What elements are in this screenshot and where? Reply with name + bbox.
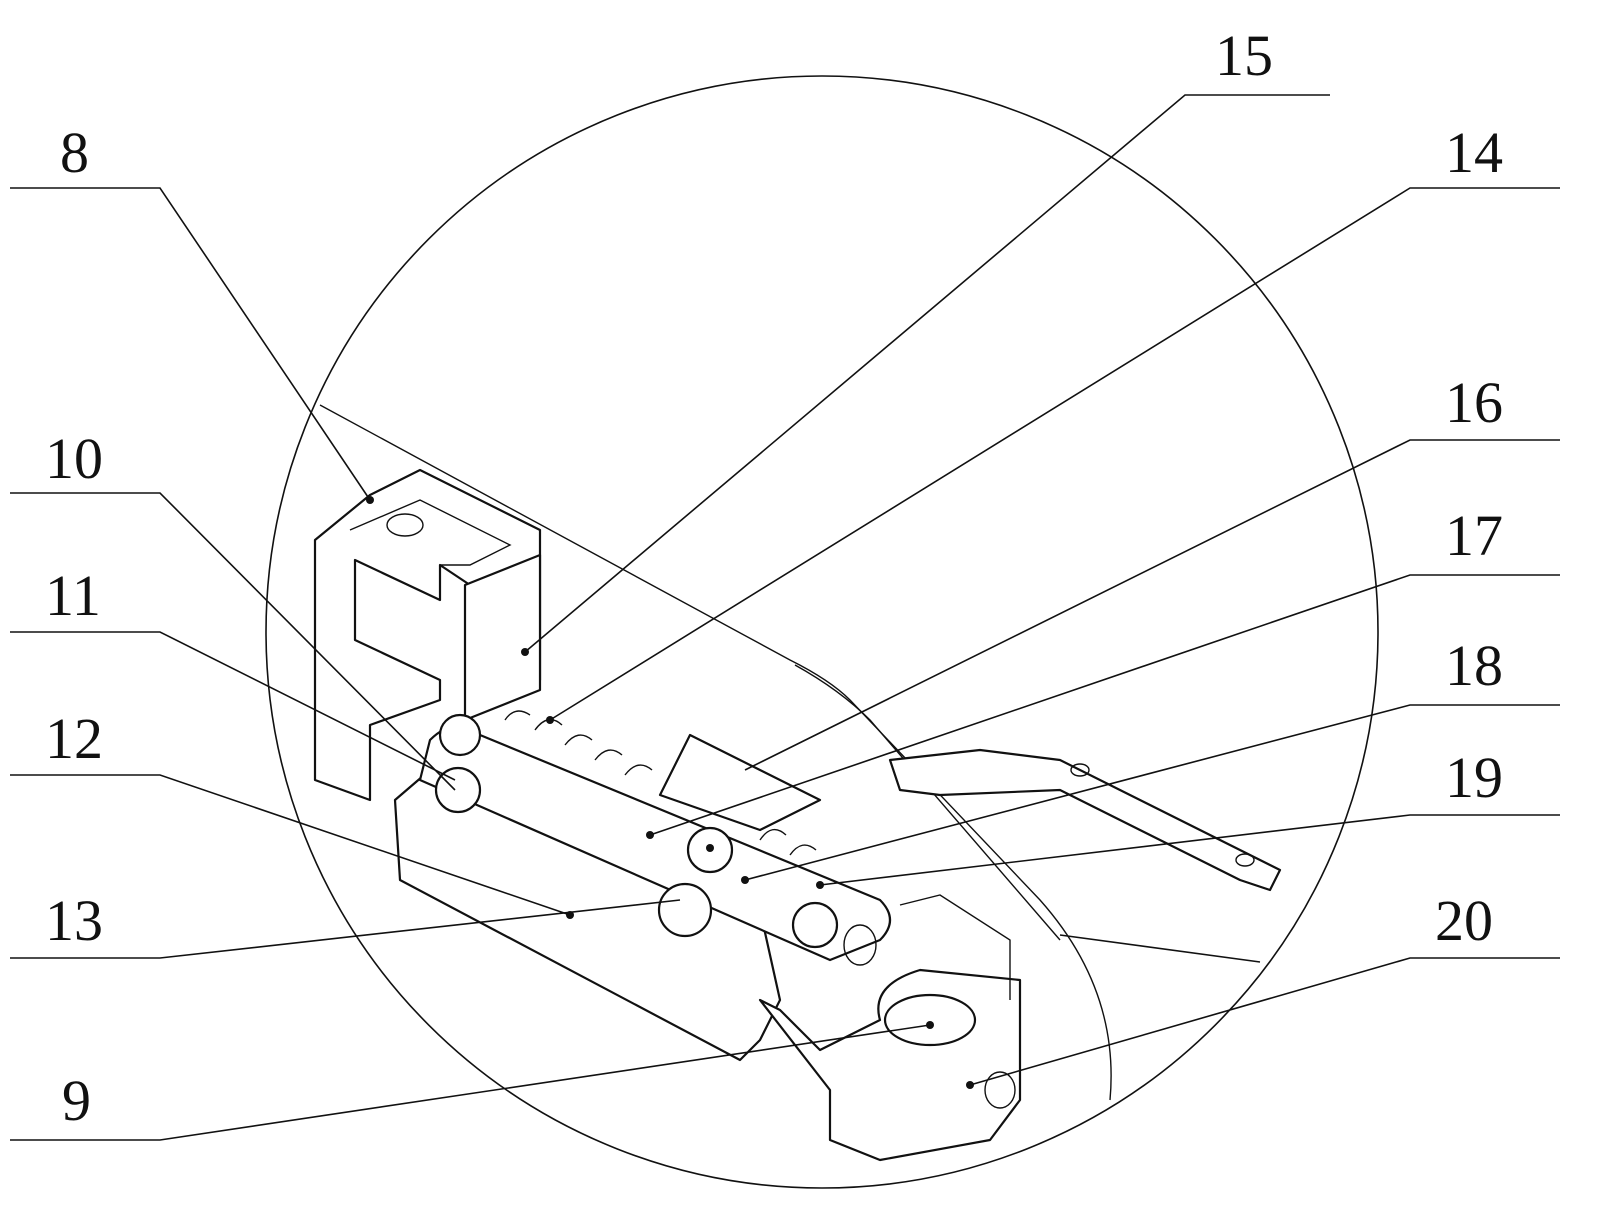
callout-14: 14 [1445, 120, 1503, 185]
callout-8: 8 [60, 120, 89, 185]
callout-16: 16 [1445, 370, 1503, 435]
detail-view-circle [266, 76, 1378, 1188]
callout-20: 20 [1435, 888, 1493, 953]
part-20-hinge-block [760, 970, 1020, 1160]
part-15-block [465, 555, 540, 720]
callout-11: 11 [45, 563, 101, 628]
leader-lines [10, 95, 1560, 1140]
part-16-clip [660, 735, 820, 830]
callout-17: 17 [1445, 503, 1503, 568]
part-9-pivot [885, 995, 975, 1045]
callout-18: 18 [1445, 633, 1503, 698]
callout-15: 15 [1215, 23, 1273, 88]
callout-10: 10 [45, 426, 103, 491]
callout-9: 9 [62, 1068, 91, 1133]
callout-19: 19 [1445, 745, 1503, 810]
callout-13: 13 [45, 888, 103, 953]
part-11-roller [440, 715, 480, 755]
part-13-roller [659, 884, 711, 936]
mechanism-assembly [315, 405, 1280, 1160]
callout-12: 12 [45, 706, 103, 771]
